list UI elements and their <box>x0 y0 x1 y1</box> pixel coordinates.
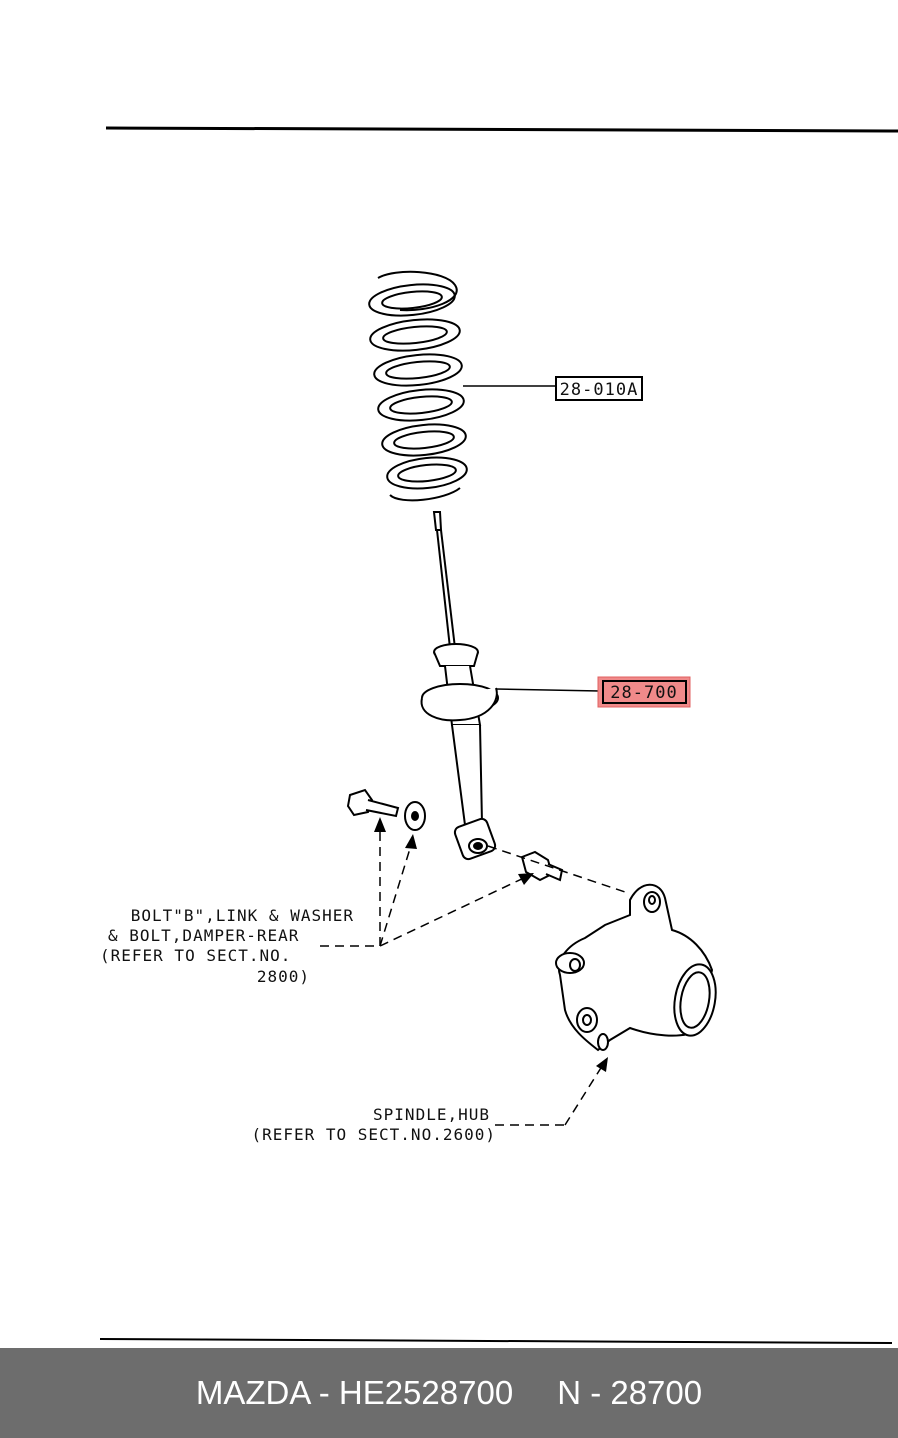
damper-part-box <box>602 680 687 704</box>
bolt-note: BOLT"B",LINK & WASHER & BOLT,DAMPER-REAR… <box>100 906 354 986</box>
parts-diagram: 28-010A 28-700 BOLT"B",LINK & WASHER & B… <box>99 126 898 1344</box>
bolt-note-line-3: (REFER TO SECT.NO. <box>100 946 291 965</box>
spindle-note-line-1: SPINDLE,HUB <box>373 1105 490 1124</box>
footer-bar: MAZDA - HE2528700 N - 28700 <box>0 1348 898 1438</box>
leader-lines <box>320 385 626 1126</box>
bolt-note-line-2: & BOLT,DAMPER-REAR <box>108 926 299 945</box>
footer-part-title: MAZDA - HE2528700 <box>195 1374 514 1411</box>
spindle-hub <box>555 883 717 1052</box>
bolt-note-line-4: 2800) <box>257 967 310 986</box>
coil-spring <box>368 270 468 502</box>
spring-part-box <box>555 376 643 401</box>
footer-section: N - 28700 <box>557 1374 703 1411</box>
bolt-note-line-1: BOLT"B",LINK & WASHER <box>131 906 354 925</box>
spindle-note: SPINDLE,HUB (REFER TO SECT.NO.2600) <box>251 1105 496 1144</box>
spindle-note-line-2: (REFER TO SECT.NO.2600) <box>251 1125 496 1144</box>
damper <box>420 511 499 861</box>
leader-arrowheads <box>374 817 608 1072</box>
damper-part-number[interactable]: 28-700 <box>610 683 677 703</box>
bolt-b <box>346 788 426 831</box>
spring-part-number: 28-010A <box>560 380 639 400</box>
bottom-rule <box>99 1338 893 1344</box>
bolt-damper-rear <box>520 850 564 882</box>
top-rule <box>105 126 898 133</box>
